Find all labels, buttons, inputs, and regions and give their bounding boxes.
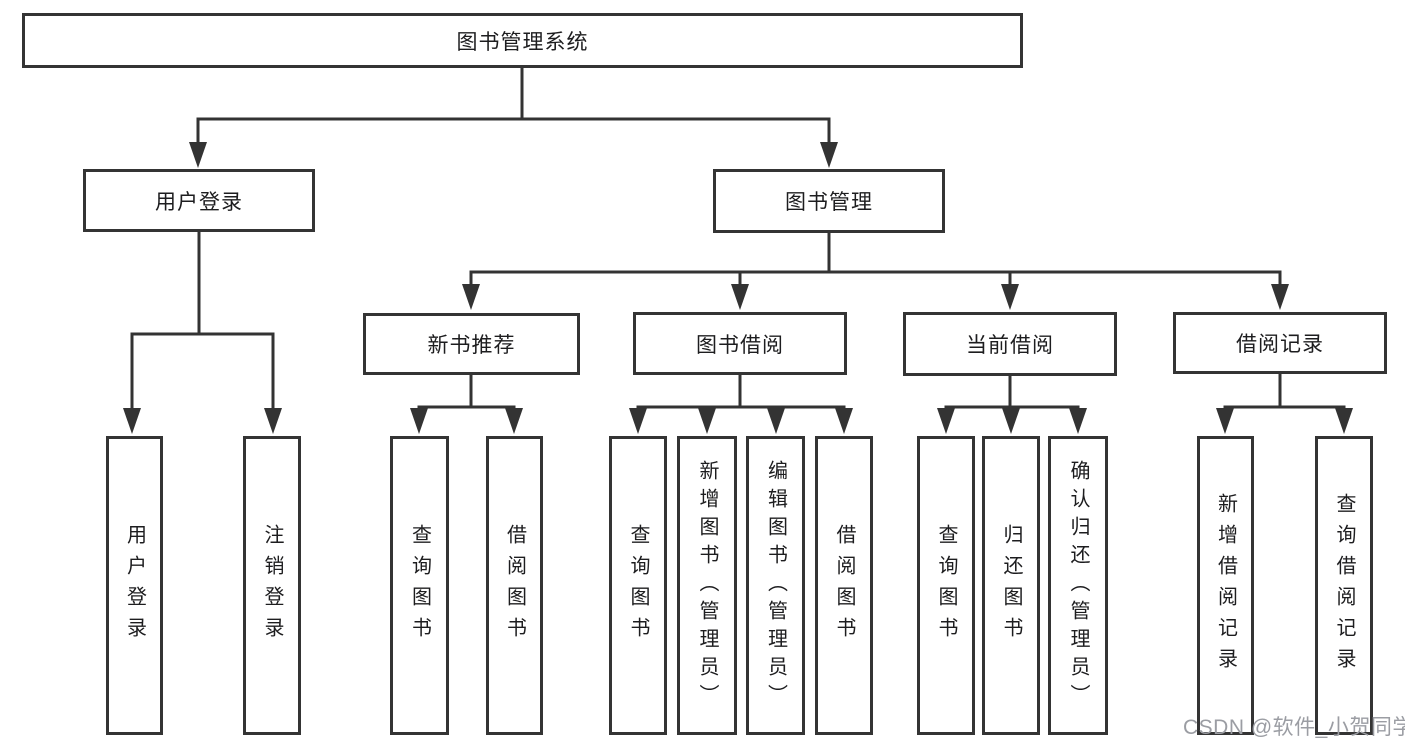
node-query-books-1: 查询图书 xyxy=(390,436,449,735)
node-borrow-books-2: 借阅图书 xyxy=(815,436,873,735)
node-borrow-books-2-label: 借阅图书 xyxy=(833,523,855,648)
node-root: 图书管理系统 xyxy=(22,13,1023,68)
node-user-login-leaf-label: 用户登录 xyxy=(123,523,146,648)
node-add-borrow-record-label: 新增借阅记录 xyxy=(1214,492,1237,679)
node-user-login-leaf: 用户登录 xyxy=(106,436,163,735)
node-book-borrowing-label: 图书借阅 xyxy=(696,333,784,357)
node-borrowing-records: 借阅记录 xyxy=(1173,312,1387,374)
node-query-books-3-label: 查询图书 xyxy=(935,523,957,648)
node-user-login: 用户登录 xyxy=(83,169,315,232)
node-root-label: 图书管理系统 xyxy=(456,30,589,54)
node-query-borrow-record-label: 查询借阅记录 xyxy=(1333,492,1355,679)
node-borrowing-records-label: 借阅记录 xyxy=(1236,333,1324,356)
node-user-login-label: 用户登录 xyxy=(155,190,243,214)
node-edit-books-admin-label: 编辑图书（管理员） xyxy=(764,459,787,712)
node-query-books-2: 查询图书 xyxy=(609,436,667,735)
watermark-text: CSDN @软件_小贺同学 xyxy=(1183,716,1405,739)
node-add-books-admin-label: 新增图书（管理员） xyxy=(696,459,718,712)
node-add-borrow-record: 新增借阅记录 xyxy=(1197,436,1254,735)
node-current-borrowing: 当前借阅 xyxy=(903,312,1117,376)
node-new-book-recommend: 新书推荐 xyxy=(363,313,580,375)
node-return-books-label: 归还图书 xyxy=(1000,523,1022,648)
node-confirm-return-admin: 确认归还（管理员） xyxy=(1048,436,1108,735)
node-return-books: 归还图书 xyxy=(982,436,1040,735)
node-query-books-3: 查询图书 xyxy=(917,436,975,735)
node-borrow-books-1-label: 借阅图书 xyxy=(503,523,526,648)
node-current-borrowing-label: 当前借阅 xyxy=(966,334,1054,357)
node-book-management-label: 图书管理 xyxy=(785,191,873,214)
node-query-books-1-label: 查询图书 xyxy=(408,523,431,648)
node-query-books-2-label: 查询图书 xyxy=(627,523,649,648)
node-book-borrowing: 图书借阅 xyxy=(633,312,847,375)
node-edit-books-admin: 编辑图书（管理员） xyxy=(746,436,805,735)
node-book-management: 图书管理 xyxy=(713,169,945,233)
node-confirm-return-admin-label: 确认归还（管理员） xyxy=(1067,459,1089,712)
node-logout-label: 注销登录 xyxy=(261,523,283,648)
node-logout: 注销登录 xyxy=(243,436,301,735)
node-query-borrow-record: 查询借阅记录 xyxy=(1315,436,1373,735)
node-new-book-recommend-label: 新书推荐 xyxy=(427,334,516,357)
node-add-books-admin: 新增图书（管理员） xyxy=(677,436,737,735)
node-borrow-books-1: 借阅图书 xyxy=(486,436,543,735)
